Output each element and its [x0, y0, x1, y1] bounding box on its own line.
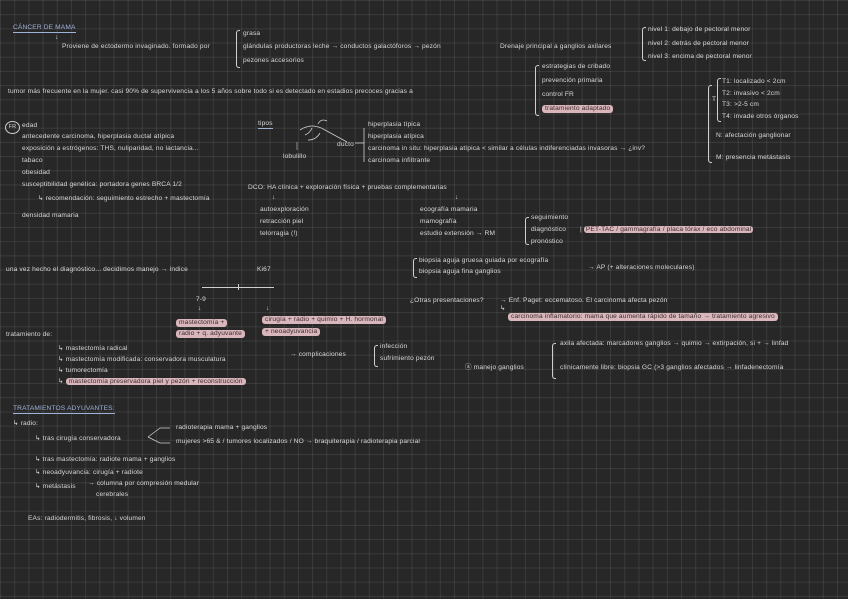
eas-text: EAs: radiodermitis, fibrosis, ↓ volumen — [28, 515, 146, 523]
conservative-2: mujeres >65 & / tumores localizados / NO… — [176, 438, 420, 446]
conservative-1: radioterapia mama + ganglios — [176, 424, 267, 432]
meta-2: → columna por compresión medular — [88, 480, 199, 488]
neo-radio: ↳ neoadyuvancia: cirugía + radiote — [35, 469, 143, 477]
mastectomy-radio: ↳ tras mastectomía: radiote mama + gangl… — [35, 456, 175, 464]
meta-3: cerebrales — [96, 491, 128, 499]
meta-radio: ↳ metástasis — [35, 483, 76, 491]
